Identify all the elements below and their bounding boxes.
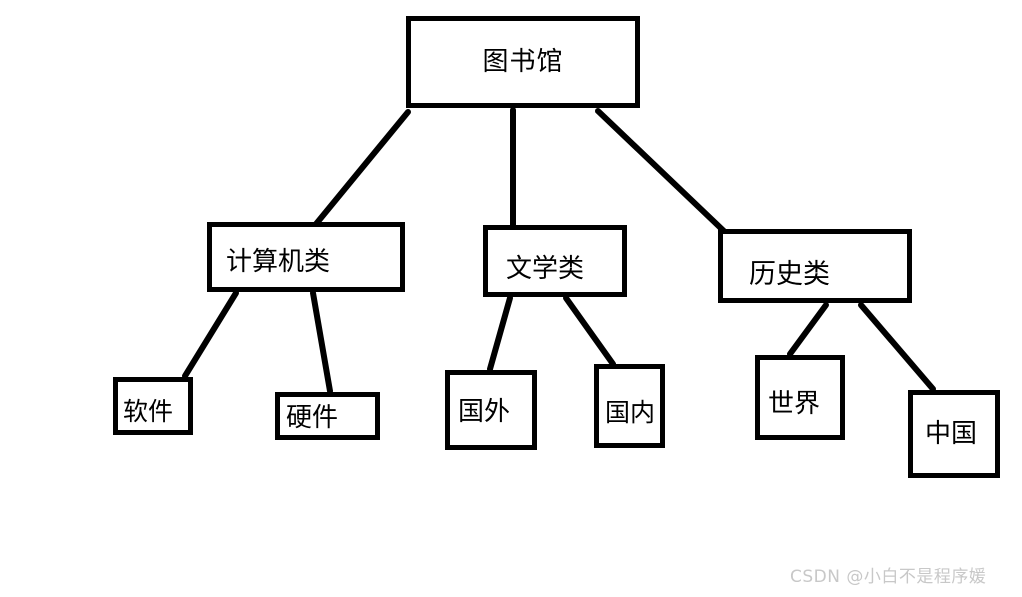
watermark: CSDN @小白不是程序媛 [790, 567, 987, 587]
node-software[interactable]: 软件 [113, 377, 193, 435]
edge-history-world [787, 302, 829, 357]
node-computer-category-label: 计算机类 [226, 247, 331, 277]
node-history-category-label: 历史类 [749, 259, 830, 290]
edge-literature-domestic [563, 295, 616, 367]
node-literature-category-label: 文学类 [506, 254, 585, 284]
node-world-label: 世界 [768, 389, 821, 419]
edge-literature-foreign [487, 295, 513, 372]
edge-history-china [858, 302, 936, 392]
node-domestic[interactable]: 国内 [594, 364, 665, 448]
node-library[interactable]: 图书馆 [406, 16, 640, 108]
node-foreign-label: 国外 [458, 397, 511, 427]
node-china-label: 中国 [925, 419, 978, 449]
edge-computer-software [182, 290, 239, 379]
node-literature-category[interactable]: 文学类 [483, 225, 627, 297]
node-library-label: 图书馆 [482, 47, 564, 77]
node-hardware[interactable]: 硬件 [275, 392, 380, 440]
node-computer-category[interactable]: 计算机类 [207, 222, 405, 292]
edge-computer-hardware [310, 290, 333, 394]
node-foreign[interactable]: 国外 [445, 370, 537, 450]
edge-root-computer [313, 109, 411, 227]
node-world[interactable]: 世界 [755, 355, 845, 440]
node-hardware-label: 硬件 [286, 403, 339, 433]
node-software-label: 软件 [123, 397, 174, 426]
node-china[interactable]: 中国 [908, 390, 1000, 478]
edge-root-history [595, 108, 730, 237]
node-history-category[interactable]: 历史类 [718, 229, 912, 303]
node-domestic-label: 国内 [605, 398, 656, 427]
